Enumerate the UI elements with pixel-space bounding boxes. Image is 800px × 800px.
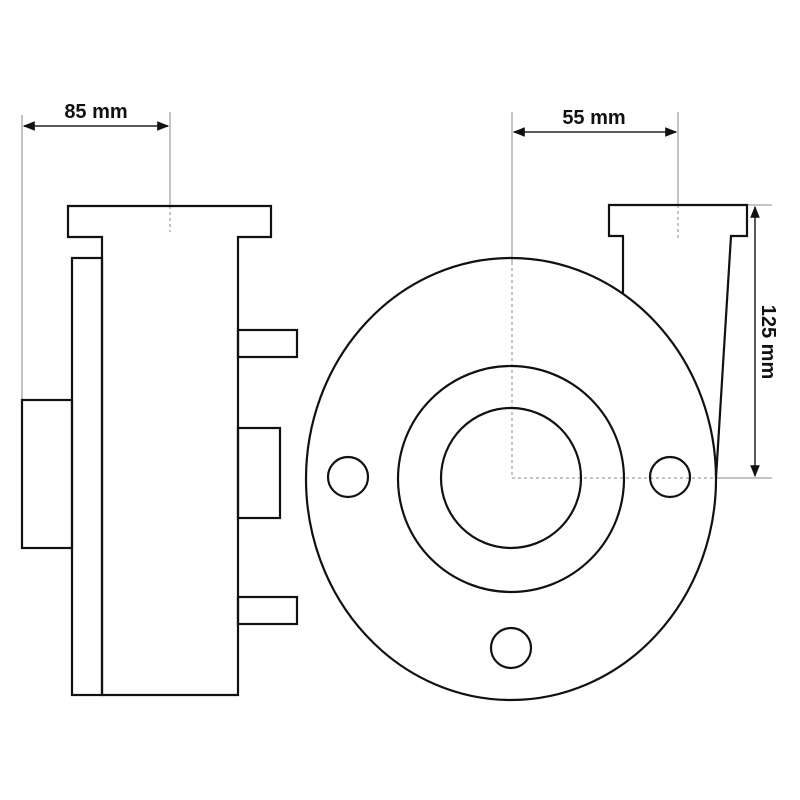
housing-circle	[304, 256, 718, 702]
mounting-plate	[70, 256, 104, 697]
dimension-label-offset: 55 mm	[562, 107, 625, 129]
outlet-pipe	[607, 203, 749, 479]
inlet-boss	[20, 398, 74, 550]
bolt-hole-bottom	[489, 626, 533, 670]
bolt-hole-right	[648, 455, 692, 499]
dimension-label-width: 85 mm	[64, 101, 127, 123]
side-view: 85 mm	[20, 101, 299, 697]
inlet-opening	[439, 406, 583, 550]
middle-ring	[396, 364, 626, 594]
nub-bottom	[236, 595, 299, 626]
pump-body-outline	[66, 204, 273, 697]
bolt-hole-left	[326, 455, 370, 499]
nub-top	[236, 328, 299, 359]
center-boss	[236, 426, 282, 520]
front-view: 55 mm 125 mm	[304, 107, 779, 702]
dimension-label-height: 125 mm	[757, 305, 779, 380]
